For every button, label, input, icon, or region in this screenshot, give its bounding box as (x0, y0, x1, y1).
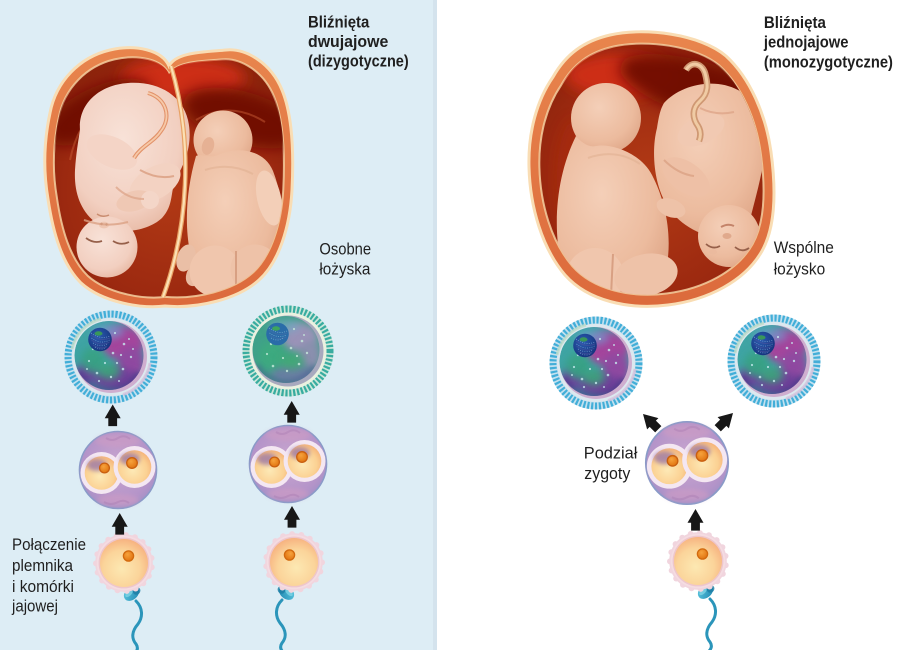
svg-text:i komórki: i komórki (12, 577, 74, 596)
svg-text:Połączenie: Połączenie (12, 535, 86, 554)
svg-text:(dizygotyczne): (dizygotyczne) (308, 52, 409, 71)
svg-text:Wspólne: Wspólne (774, 238, 834, 257)
svg-text:(monozygotyczne): (monozygotyczne) (764, 53, 893, 72)
svg-text:Osobne: Osobne (319, 239, 371, 258)
svg-text:Bliźnięta: Bliźnięta (308, 13, 370, 32)
svg-text:Podział: Podział (584, 444, 638, 463)
svg-text:Bliźnięta: Bliźnięta (764, 13, 826, 32)
svg-text:łożyska: łożyska (319, 259, 370, 278)
svg-text:jajowej: jajowej (11, 597, 58, 616)
svg-text:dwujajowe: dwujajowe (308, 32, 388, 51)
svg-text:jednojajowe: jednojajowe (763, 33, 848, 52)
svg-text:łożysko: łożysko (774, 259, 826, 278)
svg-text:zygoty: zygoty (584, 464, 630, 483)
svg-text:plemnika: plemnika (12, 556, 73, 575)
